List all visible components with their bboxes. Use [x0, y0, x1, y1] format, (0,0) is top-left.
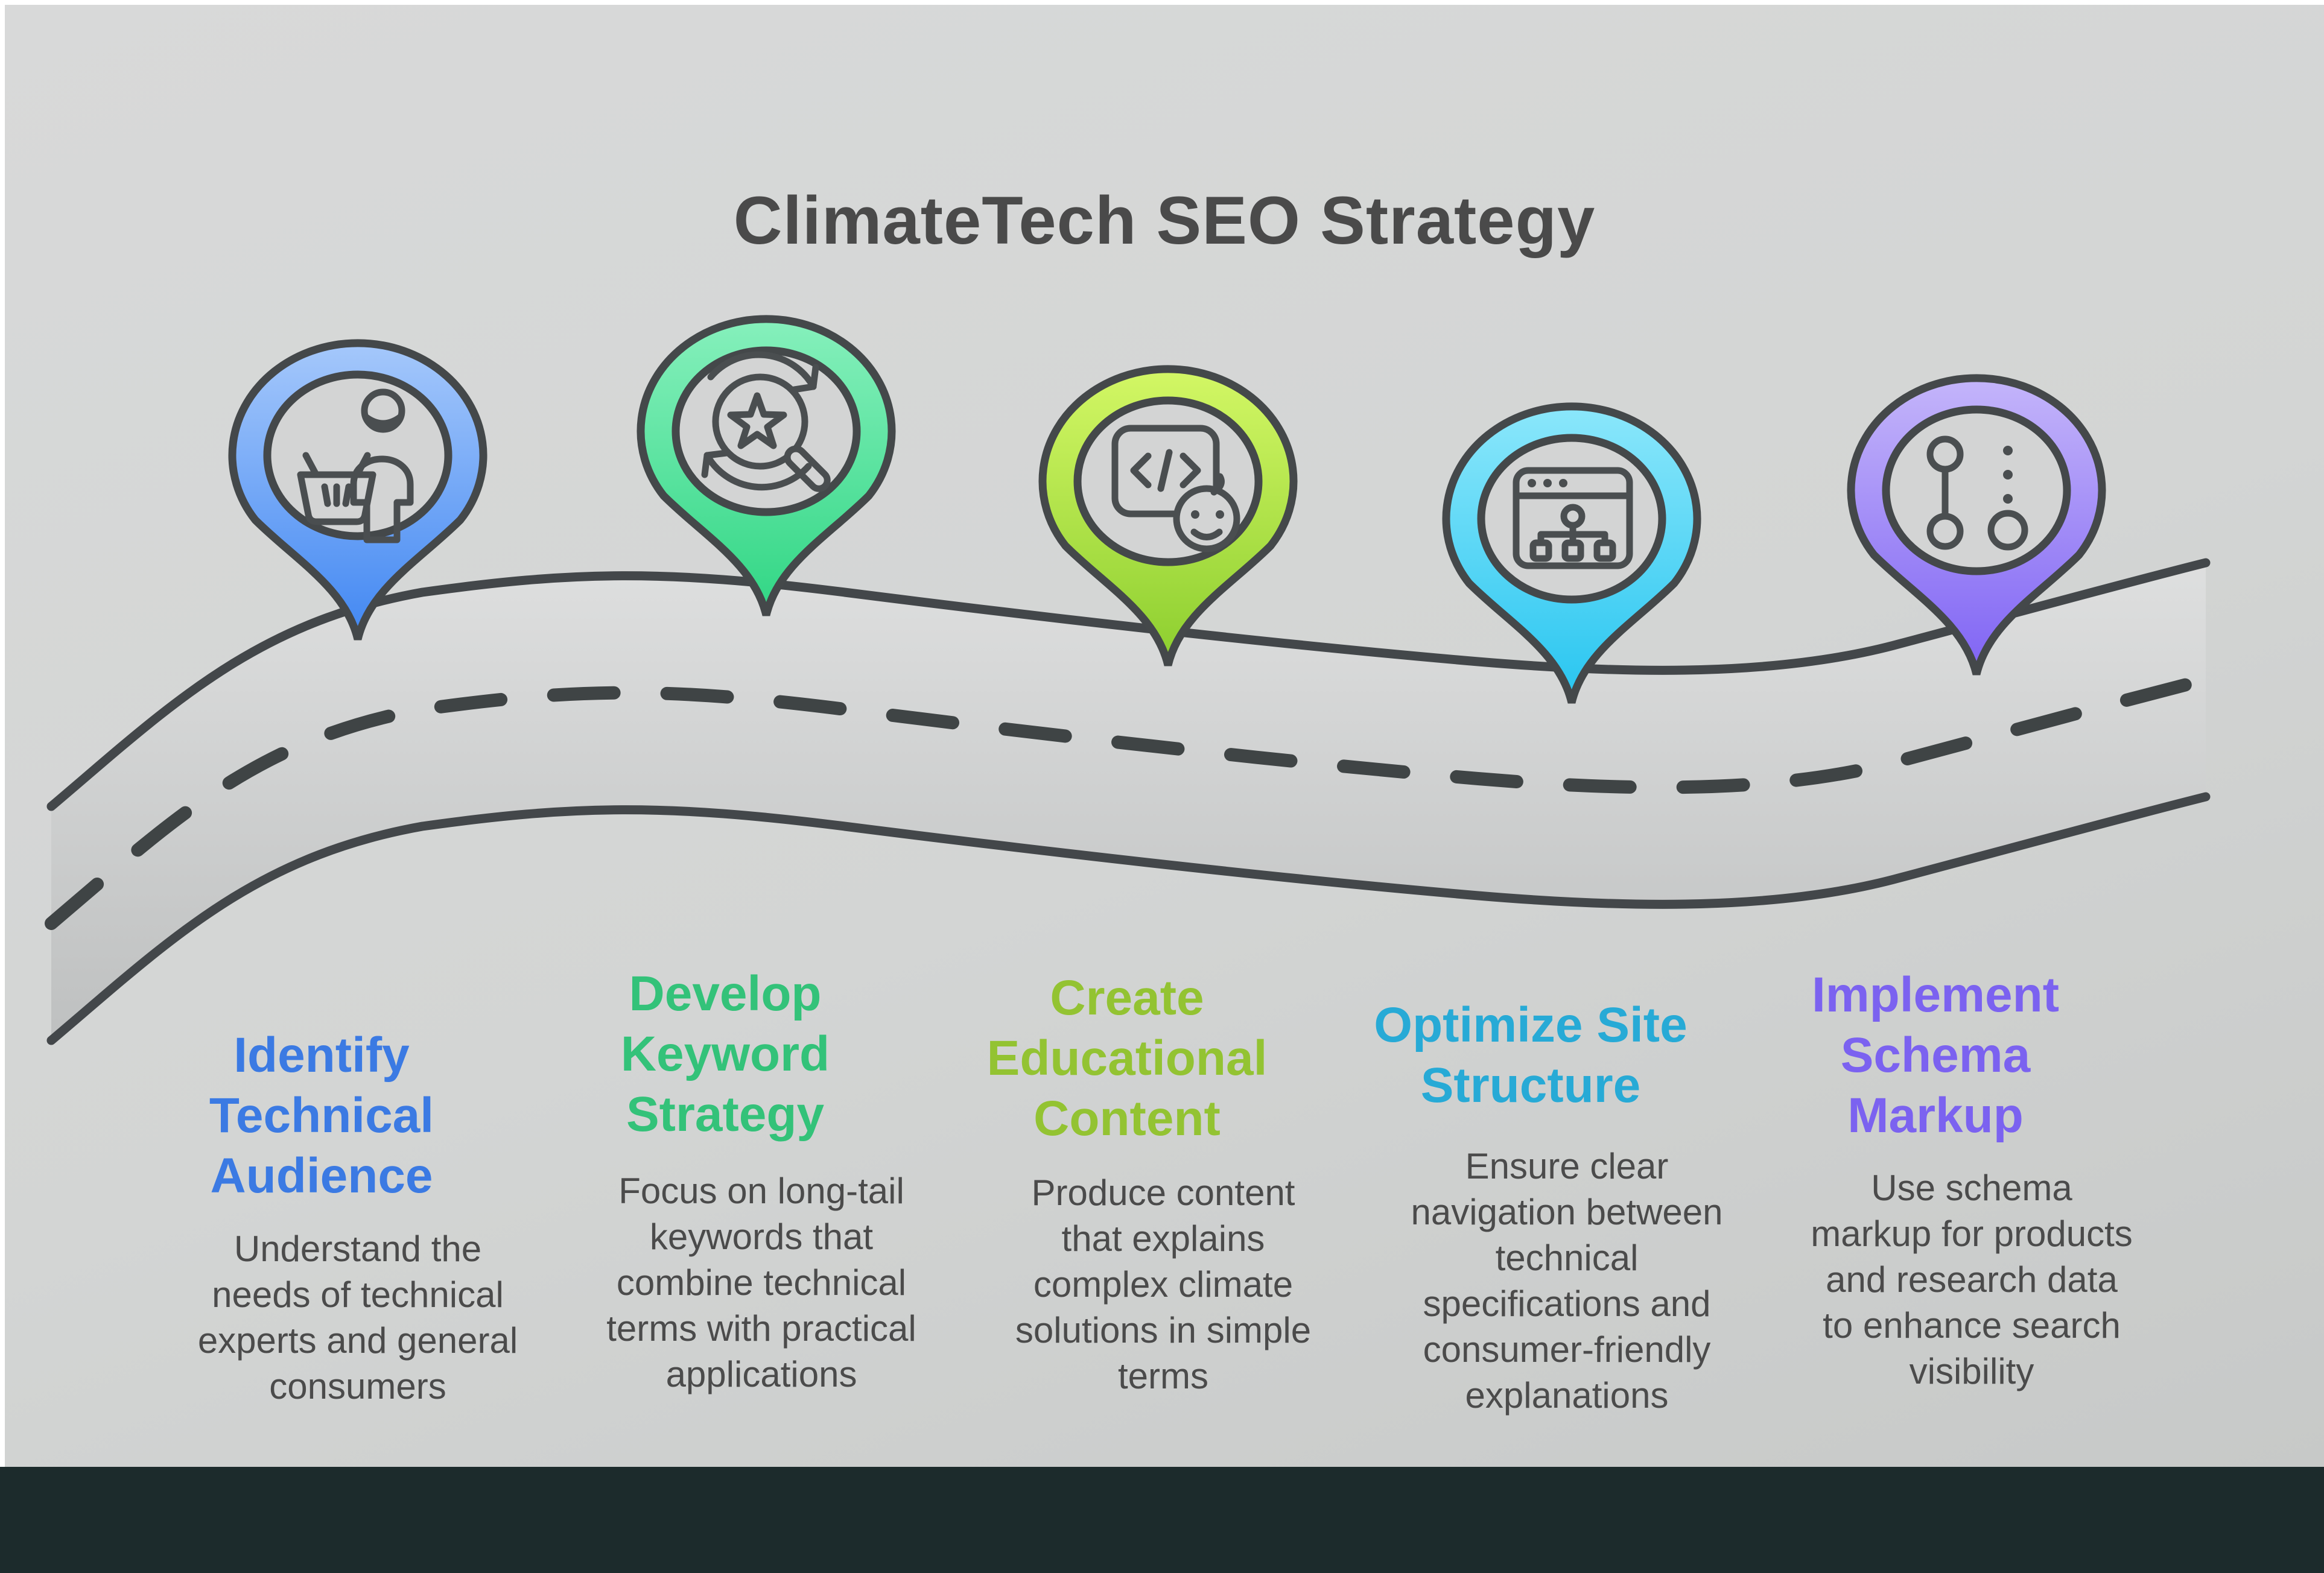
step-description-develop-keyword-strategy: Focus on long-tail keywords that combine…: [606, 1171, 916, 1394]
step-description-identify-technical-audience: Understand the needs of technical expert…: [197, 1229, 518, 1407]
schema-nodes-icon: [1926, 435, 2028, 551]
road-bottom-edge: [46, 792, 2211, 1045]
step-heading-optimize-site-structure: Optimize Site Structure: [1374, 998, 1687, 1113]
step-description-optimize-site-structure: Ensure clear navigation between technica…: [1411, 1146, 1723, 1416]
pin-implement-schema-markup: [1847, 374, 2106, 676]
keyword-search-star-refresh-icon: [701, 351, 831, 492]
step-heading-create-educational-content: Create Educational Content: [986, 970, 1268, 1146]
footer-bar: [0, 1467, 2324, 1573]
step-heading-identify-technical-audience: Identify Technical Audience: [209, 1028, 434, 1203]
audience-person-with-basket-icon: [297, 388, 414, 543]
step-heading-develop-keyword-strategy: Develop Keyword Strategy: [620, 966, 830, 1142]
step-description-create-educational-content: Produce content that explains complex cl…: [1015, 1173, 1312, 1396]
code-window-smiley-icon: [1111, 425, 1240, 552]
step-heading-implement-schema-markup: Implement Schema Markup: [1811, 967, 2060, 1143]
pin-develop-keyword-strategy: [637, 315, 896, 616]
road-center-dashed-line: [45, 673, 2212, 930]
infographic-canvas: ClimateTech SEO Strategy: [5, 5, 2324, 1467]
pin-optimize-site-structure: [1442, 402, 1701, 704]
pin-create-educational-content: [1038, 365, 1298, 666]
pin-identify-technical-audience: [228, 339, 487, 641]
page-title: ClimateTech SEO Strategy: [733, 183, 1596, 259]
step-description-implement-schema-markup: Use schema markup for products and resea…: [1811, 1168, 2133, 1391]
road-surface: [51, 563, 2206, 1040]
browser-sitemap-icon: [1513, 467, 1633, 569]
